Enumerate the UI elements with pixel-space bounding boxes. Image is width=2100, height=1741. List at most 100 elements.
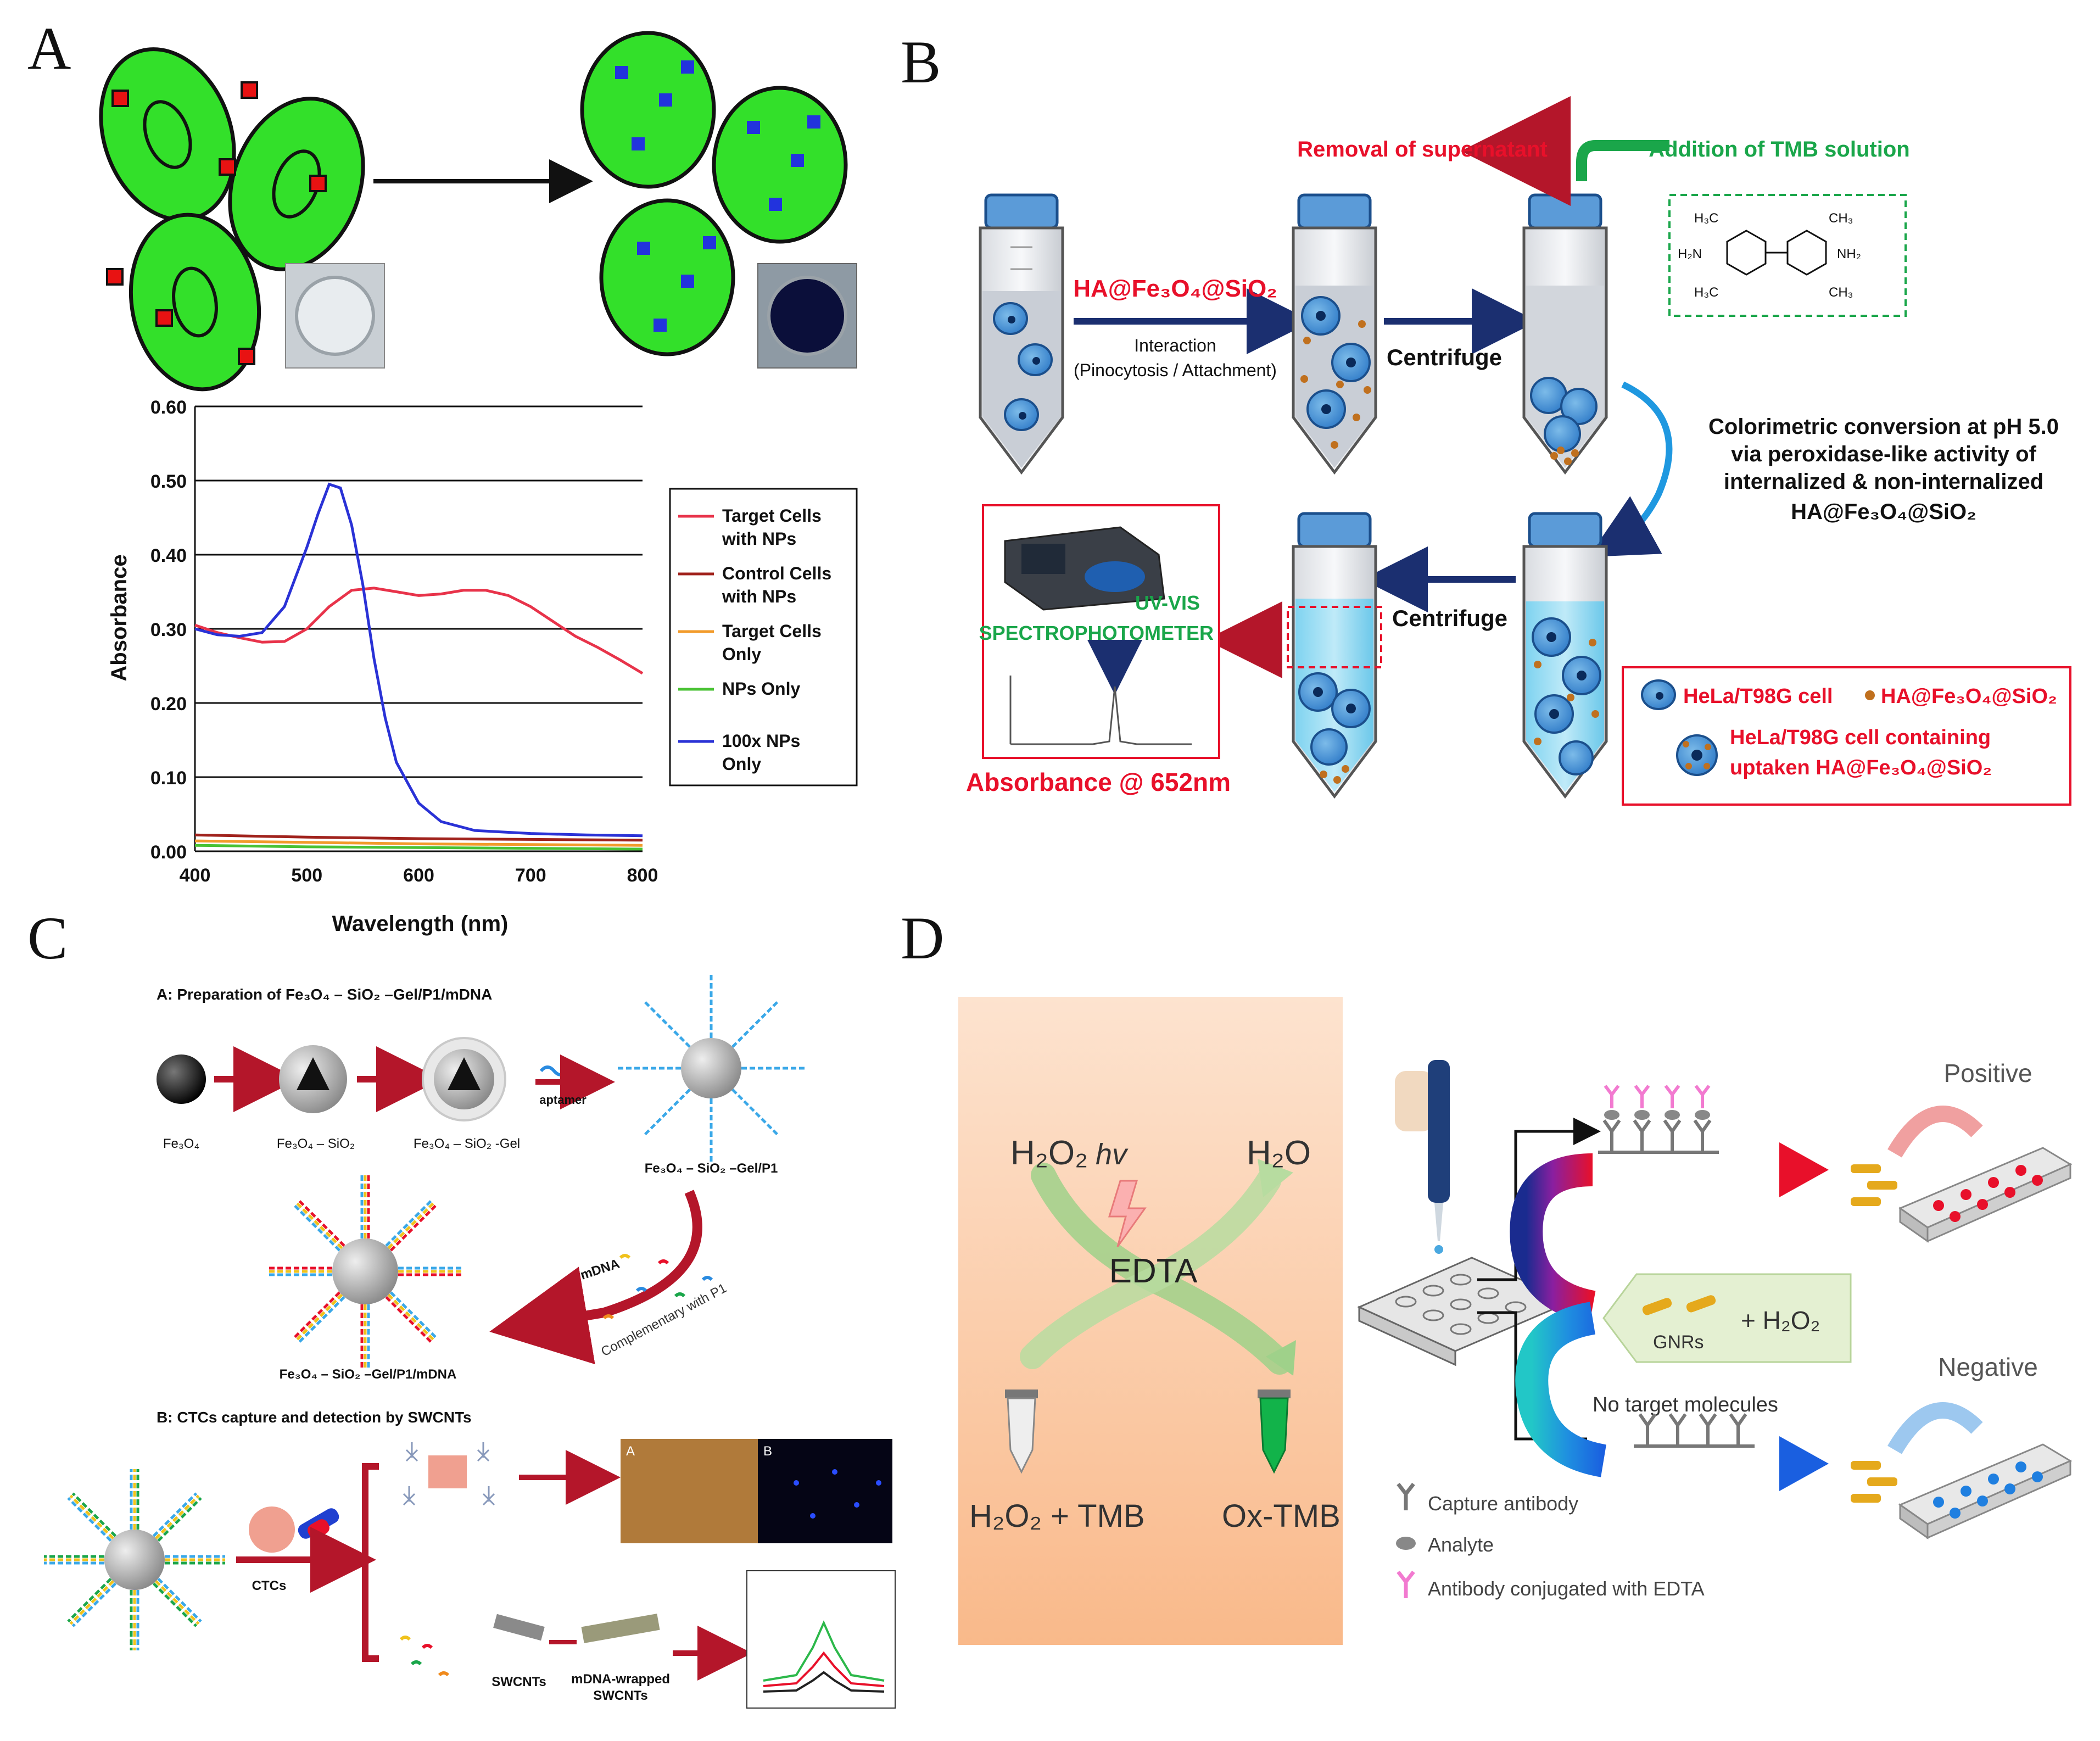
svg-text:H₃C: H₃C xyxy=(1694,211,1718,226)
light-bolt-icon xyxy=(1108,1180,1147,1247)
aptamer-strand xyxy=(71,1582,117,1627)
tube-5 xyxy=(1287,512,1382,799)
gnr-box: GNRs + H₂O₂ xyxy=(1602,1273,1852,1363)
aptamer-strand xyxy=(69,1580,114,1625)
svg-text:H₂N: H₂N xyxy=(1678,247,1702,261)
aptamer-strand xyxy=(389,1203,439,1252)
y-tick-label: 0.30 xyxy=(150,620,187,640)
absorbance-label: Absorbance @ 652nm xyxy=(966,768,1231,796)
svg-text:aptamer: aptamer xyxy=(539,1093,587,1107)
ha-label: HA@Fe₃O₄@SiO₂ xyxy=(1073,275,1277,302)
panel-c-scheme: A: Preparation of Fe₃O₄ – SiO₂ –Gel/P1/m… xyxy=(44,972,896,1709)
chart-y-ticks: 0.000.100.200.300.400.500.60 xyxy=(150,397,187,863)
svg-text:Fe₃O₄ – SiO₂: Fe₃O₄ – SiO₂ xyxy=(277,1136,355,1151)
antibodies-lower xyxy=(1634,1413,1755,1448)
micrograph-fluorescence xyxy=(758,1439,892,1543)
svg-text:HA@Fe₃O₄@SiO₂: HA@Fe₃O₄@SiO₂ xyxy=(1881,685,2057,708)
svg-text:Analyte: Analyte xyxy=(1428,1533,1494,1556)
colorimetric-text: Colorimetric conversion at pH 5.0 via pe… xyxy=(1708,415,2059,524)
series-line-3 xyxy=(194,844,643,851)
captured-ctc-cluster xyxy=(403,1442,495,1506)
aptamer-strand xyxy=(67,1497,112,1542)
svg-text:Fe₃O₄ – SiO₂ -Gel: Fe₃O₄ – SiO₂ -Gel xyxy=(414,1136,520,1151)
tube-2 xyxy=(1292,193,1377,475)
legend-label-0: Target Cells xyxy=(722,506,822,526)
tube-4 xyxy=(1522,512,1608,799)
edta-antibody-icon xyxy=(1397,1570,1415,1598)
y-tick-label: 0.40 xyxy=(150,545,187,566)
panel-label-a: A xyxy=(27,15,71,82)
h2o2-label: H₂O₂ xyxy=(1010,1134,1088,1172)
x-tick-label: 800 xyxy=(627,865,658,886)
series-line-2 xyxy=(194,839,643,847)
edta-reaction-box xyxy=(958,997,1343,1645)
svg-text:H₃C: H₃C xyxy=(1694,285,1718,300)
legend-label-1: with NPs xyxy=(722,587,796,606)
svg-text:HeLa/T98G cell containing: HeLa/T98G cell containing xyxy=(1730,726,1991,749)
svg-text:Fe₃O₄ – SiO₂ –Gel/P1/mDNA: Fe₃O₄ – SiO₂ –Gel/P1/mDNA xyxy=(280,1367,457,1382)
positive-label: Positive xyxy=(1943,1059,2032,1087)
tube-green-icon xyxy=(1258,1390,1291,1474)
legend-label-2: Only xyxy=(722,644,761,664)
negative-label: Negative xyxy=(1938,1353,2038,1381)
fe3o4-sio2-gel-p1-mdna-particle xyxy=(266,1173,464,1370)
legend-label-0: with NPs xyxy=(722,529,796,549)
edta-antibodies xyxy=(1604,1085,1711,1108)
panel-b-legend: HeLa/T98G cell HA@Fe₃O₄@SiO₂ HeLa/T98G c… xyxy=(1622,666,2071,806)
svg-text:CTCs: CTCs xyxy=(252,1578,287,1593)
svg-text:internalized & non-internalize: internalized & non-internalized xyxy=(1724,470,2043,494)
y-tick-label: 0.20 xyxy=(150,694,187,715)
svg-text:Antibody conjugated with EDTA: Antibody conjugated with EDTA xyxy=(1428,1577,1705,1600)
aptamer-strand xyxy=(731,999,780,1048)
x-tick-label: 400 xyxy=(180,865,211,886)
y-tick-label: 0.00 xyxy=(150,842,187,863)
gnrs-label: GNRs xyxy=(1653,1332,1704,1353)
svg-text:CH₃: CH₃ xyxy=(1829,285,1853,300)
analyte-icon xyxy=(1396,1537,1416,1550)
h2o-label: H₂O xyxy=(1247,1134,1311,1172)
svg-text:mDNA-wrapped: mDNA-wrapped xyxy=(571,1672,670,1687)
capture-antibody-icon xyxy=(1397,1482,1415,1510)
aptamer-strand xyxy=(71,1492,117,1537)
ox-tmb-label: Ox-TMB xyxy=(1222,1498,1341,1534)
h2o2-tmb-label: H₂O₂ + TMB xyxy=(969,1498,1145,1534)
svg-text:Fe₃O₄ – SiO₂ –Gel/P1: Fe₃O₄ – SiO₂ –Gel/P1 xyxy=(645,1161,778,1176)
svg-text:mDNA: mDNA xyxy=(579,1256,622,1282)
legend-label-1: Control Cells xyxy=(722,563,831,583)
chart-y-axis-label: Absorbance xyxy=(107,554,131,681)
aptamer-strand xyxy=(731,1089,780,1137)
tmb-structure: H₃C CH₃ H₂N NH₂ H₃C CH₃ xyxy=(1668,194,1907,317)
aptamer-strand xyxy=(389,1291,439,1340)
panel-label-b: B xyxy=(901,29,941,96)
aptamer-strand xyxy=(292,1291,341,1340)
aptamer-strand xyxy=(642,1089,691,1137)
centrifuge-label-2: Centrifuge xyxy=(1392,605,1507,631)
fe3o4-particle xyxy=(157,1054,206,1104)
legend-label-4: Only xyxy=(722,754,761,774)
fe3o4-sio2-gel-p1-particle xyxy=(615,972,807,1164)
well-plate xyxy=(1357,1257,1573,1366)
legend-label-2: Target Cells xyxy=(722,621,822,641)
svg-text:uptaken HA@Fe₃O₄@SiO₂: uptaken HA@Fe₃O₄@SiO₂ xyxy=(1730,756,1992,779)
x-tick-label: 500 xyxy=(291,865,322,886)
svg-text:B: B xyxy=(763,1444,772,1459)
edta-label: EDTA xyxy=(1109,1252,1198,1290)
y-tick-label: 0.10 xyxy=(150,768,187,789)
addition-label: Addition of TMB solution xyxy=(1649,137,1909,161)
mini-spectrum-chart xyxy=(746,1570,896,1709)
aptamer-strand xyxy=(152,1582,198,1627)
micrograph-brightfield xyxy=(621,1439,758,1543)
svg-text:Complementary with P1: Complementary with P1 xyxy=(599,1281,729,1359)
x-tick-label: 700 xyxy=(515,865,546,886)
aptamer-strand xyxy=(157,1577,202,1623)
aptamer-strand xyxy=(387,1293,437,1343)
plate-positive xyxy=(1898,1147,2073,1243)
series-line-1 xyxy=(194,833,643,842)
aptamer-strand xyxy=(642,999,691,1048)
panel-label-c: C xyxy=(27,905,68,972)
y-tick-label: 0.50 xyxy=(150,471,187,492)
aptamer-strand xyxy=(294,1293,343,1343)
